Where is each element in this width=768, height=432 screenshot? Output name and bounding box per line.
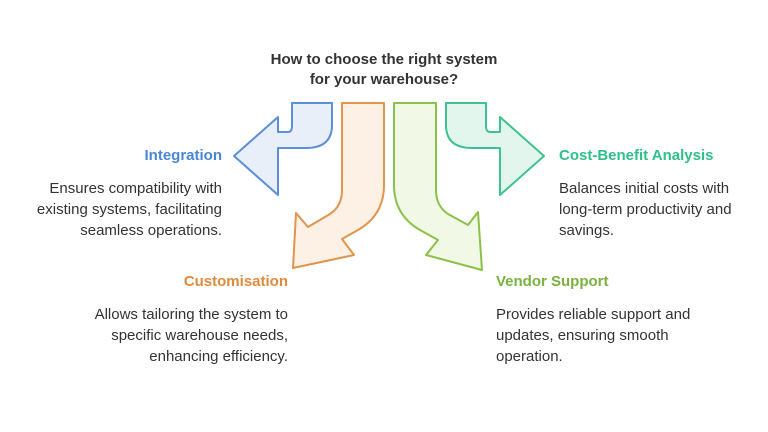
title-line-2: for your warehouse?: [309, 71, 459, 88]
vendor-support-heading: Vendor Support: [496, 273, 609, 290]
cost-benefit-description: Balances initial costs with long-term pr…: [559, 180, 732, 239]
integration-heading: Integration: [144, 147, 223, 164]
vendor-support-description: Provides reliable support and updates, e…: [496, 306, 691, 365]
title-line-1: How to choose the right system: [270, 51, 498, 68]
cost-benefit-block: Cost-Benefit Analysis Balances initial c…: [559, 146, 732, 241]
cost-benefit-heading: Cost-Benefit Analysis: [559, 147, 714, 164]
integration-block: Integration Ensures compatibility with e…: [37, 146, 222, 241]
vendor-support-arrow: [393, 102, 483, 271]
customisation-heading: Customisation: [183, 273, 288, 290]
customisation-block: Customisation Allows tailoring the syste…: [95, 272, 288, 367]
integration-description: Ensures compatibility with existing syst…: [36, 180, 222, 239]
integration-arrow: [233, 102, 333, 196]
customisation-arrow: [292, 102, 385, 269]
diagram-title: How to choose the right system for your …: [234, 50, 534, 90]
cost-benefit-arrow: [445, 102, 545, 196]
vendor-support-block: Vendor Support Provides reliable support…: [496, 272, 690, 367]
customisation-description: Allows tailoring the system to specific …: [94, 306, 288, 365]
